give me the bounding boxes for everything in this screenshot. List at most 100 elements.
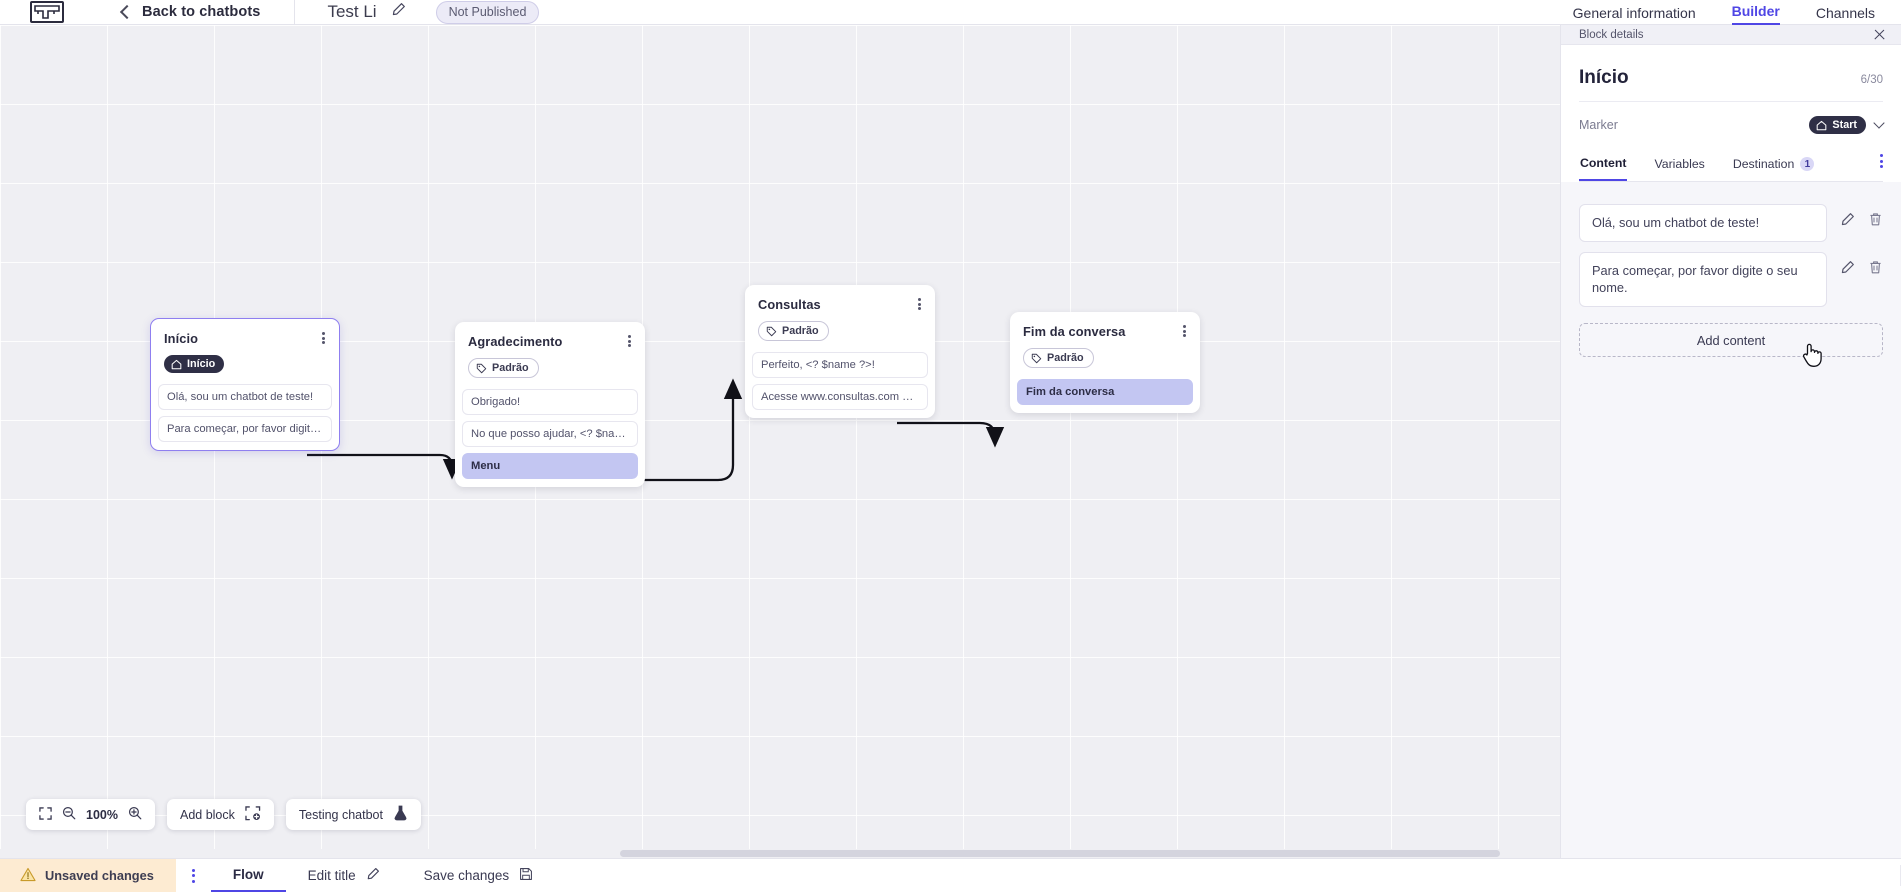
trash-icon[interactable] bbox=[1868, 252, 1883, 280]
node-tag-label: Padrão bbox=[492, 362, 529, 374]
tag-icon bbox=[476, 363, 487, 373]
block-title: Início bbox=[1579, 67, 1629, 88]
node-messages: Perfeito, <? $name ?>! Acesse www.consul… bbox=[745, 352, 935, 418]
warning-triangle-icon bbox=[20, 867, 36, 885]
tag-icon bbox=[766, 326, 777, 336]
add-block-button[interactable]: Add block bbox=[166, 799, 274, 830]
tab-general-information[interactable]: General information bbox=[1572, 5, 1696, 21]
node-message[interactable]: Para começar, por favor digite o ... bbox=[158, 416, 332, 442]
marker-row: Marker Start bbox=[1579, 102, 1885, 146]
flow-node-agradecimento[interactable]: Agradecimento Padrão Obrigado! No que po… bbox=[455, 322, 645, 487]
home-icon bbox=[1817, 120, 1827, 130]
tab-content-label: Content bbox=[1580, 156, 1627, 170]
top-bar: Back to chatbots Test Li Not Published G… bbox=[0, 0, 1901, 25]
marker-badge[interactable]: Start bbox=[1809, 116, 1866, 134]
testing-chatbot-button[interactable]: Testing chatbot bbox=[285, 799, 421, 830]
status-tab-flow-label: Flow bbox=[232, 867, 264, 882]
block-details-panel: Block details Início 6/30 Marker Start bbox=[1560, 25, 1901, 858]
node-message[interactable]: Perfeito, <? $name ?>! bbox=[752, 352, 928, 378]
node-message[interactable]: Acesse www.consultas.com par... bbox=[752, 384, 928, 410]
char-counter: 6/30 bbox=[1860, 74, 1883, 86]
zoom-out-icon[interactable] bbox=[62, 806, 76, 823]
pencil-icon bbox=[366, 867, 380, 884]
status-bar-kebab-menu-icon[interactable] bbox=[176, 859, 211, 892]
back-to-chatbots-button[interactable]: Back to chatbots bbox=[119, 4, 260, 20]
node-tag-start: Início bbox=[164, 355, 225, 373]
edit-title-button[interactable]: Edit title bbox=[286, 859, 402, 892]
tab-destination[interactable]: Destination 1 bbox=[1732, 151, 1816, 180]
node-title: Início bbox=[164, 331, 199, 346]
node-title: Fim da conversa bbox=[1023, 324, 1126, 339]
top-nav: General information Builder Channels bbox=[1573, 0, 1875, 25]
node-messages: Obrigado! No que posso ajudar, <? $name … bbox=[455, 389, 645, 487]
unsaved-changes-label: Unsaved changes bbox=[45, 868, 154, 883]
node-message[interactable]: No que posso ajudar, <? $name ... bbox=[462, 421, 638, 447]
node-tag-label: Padrão bbox=[782, 325, 819, 337]
edit-title-label: Edit title bbox=[307, 868, 356, 883]
flow-node-inicio[interactable]: Início Início Olá, sou um chatbot de tes… bbox=[150, 318, 340, 451]
content-text[interactable]: Para começar, por favor digite o seu nom… bbox=[1579, 252, 1827, 308]
canvas-scrollbar-track[interactable] bbox=[0, 849, 1560, 858]
tag-icon bbox=[1031, 353, 1042, 363]
flow-canvas[interactable]: Início Início Olá, sou um chatbot de tes… bbox=[0, 25, 1560, 858]
node-header: Fim da conversa Padrão bbox=[1010, 312, 1200, 379]
pencil-icon[interactable] bbox=[1840, 204, 1855, 232]
page-title: Test Li bbox=[327, 2, 377, 21]
content-text[interactable]: Olá, sou um chatbot de teste! bbox=[1579, 204, 1827, 243]
node-kebab-menu[interactable] bbox=[912, 296, 926, 312]
node-title: Consultas bbox=[758, 297, 821, 312]
home-icon bbox=[171, 359, 182, 369]
panel-header: Block details bbox=[1561, 25, 1901, 45]
divider bbox=[294, 0, 296, 25]
pencil-icon[interactable] bbox=[391, 2, 406, 22]
chatbot-logo-icon bbox=[30, 1, 64, 23]
save-changes-button[interactable]: Save changes bbox=[402, 859, 556, 892]
node-kebab-menu[interactable] bbox=[622, 333, 636, 349]
close-icon[interactable] bbox=[1873, 28, 1886, 41]
flow-node-consultas[interactable]: Consultas Padrão Perfeito, <? $name ?>! … bbox=[745, 285, 935, 418]
flow-node-fim-da-conversa[interactable]: Fim da conversa Padrão Fim da conversa bbox=[1010, 312, 1200, 413]
canvas-controls: 100% Add block Testing chatbot bbox=[26, 799, 421, 830]
fit-screen-icon[interactable] bbox=[39, 806, 52, 823]
tab-builder[interactable]: Builder bbox=[1731, 3, 1780, 25]
canvas-scrollbar-thumb[interactable] bbox=[620, 850, 1500, 857]
add-block-icon bbox=[245, 805, 261, 824]
zoom-level-label: 100% bbox=[86, 807, 118, 822]
panel-top-card: Início 6/30 Marker Start Content bbox=[1561, 45, 1901, 182]
marker-control[interactable]: Start bbox=[1809, 116, 1885, 134]
content-item: Olá, sou um chatbot de teste! bbox=[1579, 204, 1883, 243]
tab-channels[interactable]: Channels bbox=[1815, 5, 1875, 21]
destination-count-badge: 1 bbox=[1800, 157, 1815, 171]
zoom-control-group[interactable]: 100% bbox=[26, 799, 155, 830]
node-kebab-menu[interactable] bbox=[316, 330, 330, 346]
node-header: Consultas Padrão bbox=[745, 285, 935, 352]
chevron-down-icon[interactable] bbox=[1873, 117, 1885, 129]
save-changes-label: Save changes bbox=[423, 868, 510, 883]
trash-icon[interactable] bbox=[1868, 204, 1883, 232]
node-tag-padrao: Padrão bbox=[468, 358, 539, 378]
node-header: Início Início bbox=[151, 319, 339, 384]
content-item: Para começar, por favor digite o seu nom… bbox=[1579, 252, 1883, 308]
zoom-in-icon[interactable] bbox=[128, 806, 142, 823]
status-tab-flow[interactable]: Flow bbox=[210, 859, 286, 892]
node-tag-padrao: Padrão bbox=[1023, 348, 1094, 368]
node-tag-label: Início bbox=[187, 358, 216, 370]
pencil-icon[interactable] bbox=[1840, 252, 1855, 280]
add-content-button[interactable]: Add content bbox=[1579, 323, 1883, 358]
node-messages: Fim da conversa bbox=[1010, 379, 1200, 413]
node-message-highlight[interactable]: Fim da conversa bbox=[1017, 379, 1193, 405]
status-badge: Not Published bbox=[435, 0, 540, 24]
node-message[interactable]: Olá, sou um chatbot de teste! bbox=[158, 384, 332, 410]
tab-content[interactable]: Content bbox=[1579, 150, 1628, 181]
marker-value: Start bbox=[1832, 119, 1857, 131]
tab-variables[interactable]: Variables bbox=[1653, 151, 1705, 180]
node-message-highlight[interactable]: Menu bbox=[462, 453, 638, 479]
panel-header-title: Block details bbox=[1579, 28, 1644, 41]
node-message[interactable]: Obrigado! bbox=[462, 389, 638, 415]
testing-chatbot-label: Testing chatbot bbox=[298, 807, 383, 822]
panel-more-menu-icon[interactable] bbox=[1880, 154, 1883, 177]
marker-label: Marker bbox=[1579, 118, 1618, 132]
node-kebab-menu[interactable] bbox=[1177, 323, 1191, 339]
unsaved-changes-indicator: Unsaved changes bbox=[0, 859, 176, 892]
node-title: Agradecimento bbox=[468, 334, 563, 349]
